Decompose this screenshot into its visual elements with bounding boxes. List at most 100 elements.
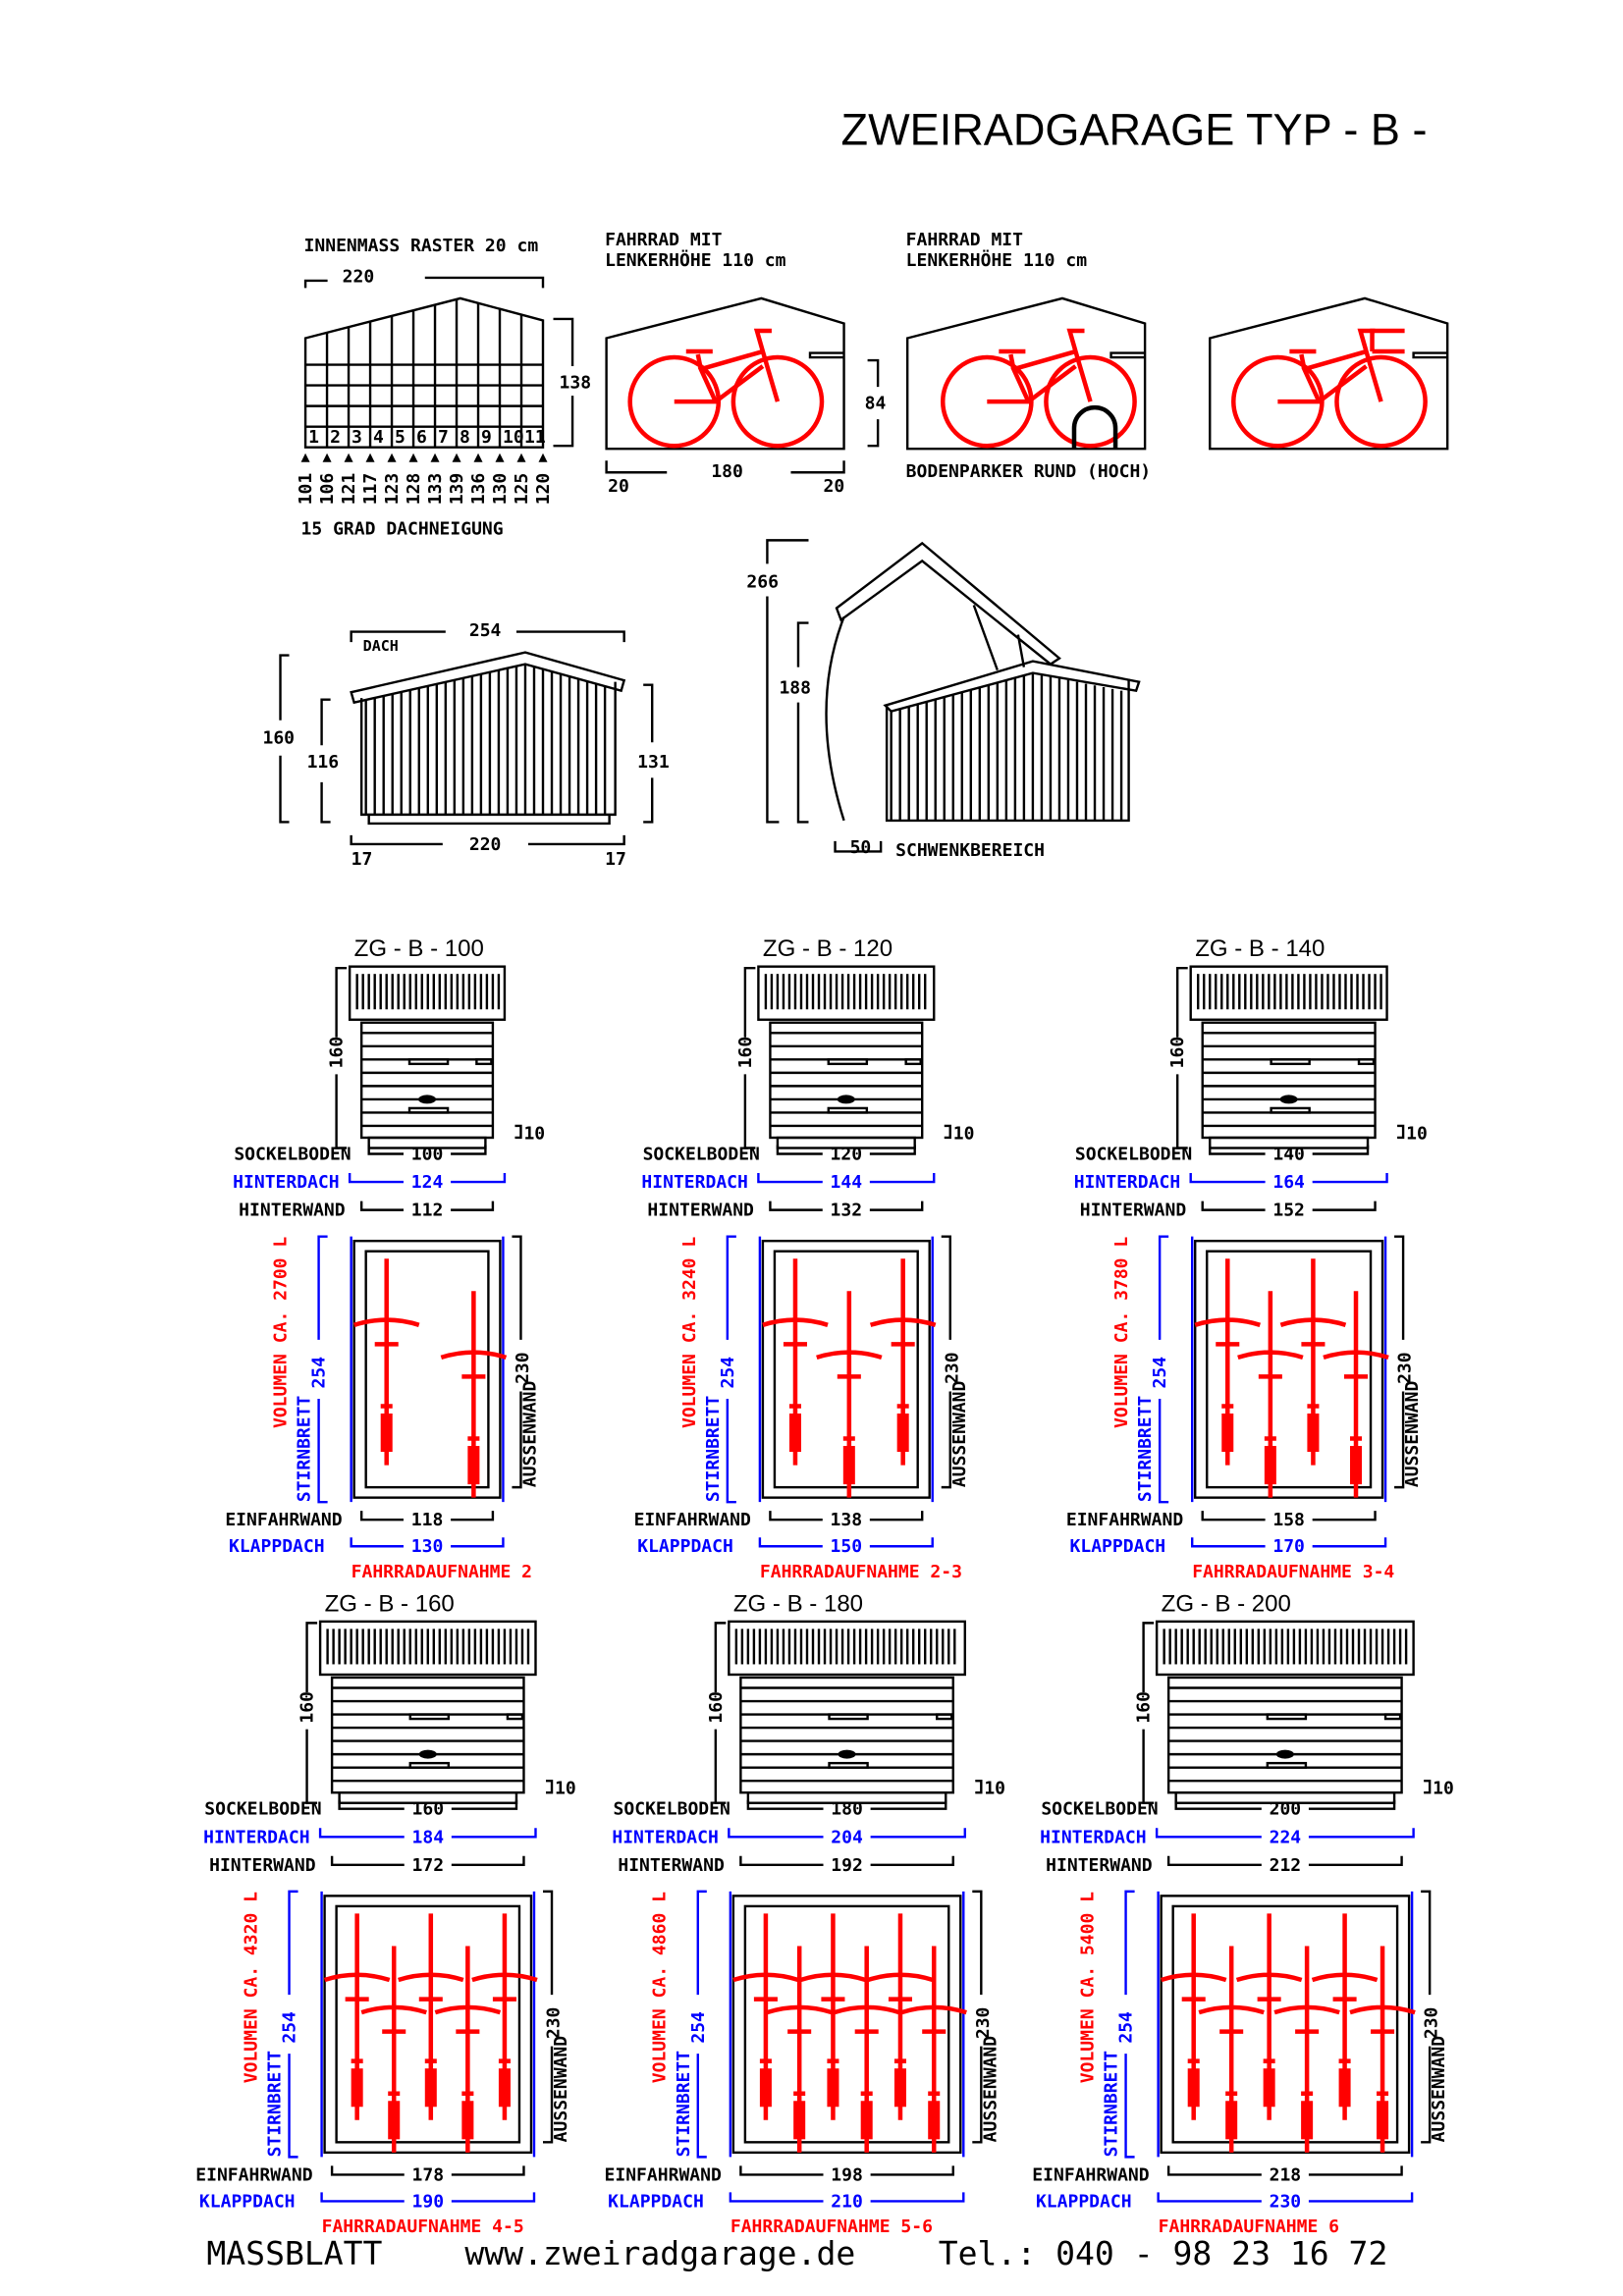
height-value: 160 — [706, 1691, 727, 1724]
open-height-dim — [766, 539, 809, 824]
sockelboden-label: SOCKELBODEN — [1075, 1145, 1192, 1165]
hinterwand-label: HINTERWAND — [1046, 1855, 1153, 1876]
base-value: 10 — [523, 1123, 545, 1144]
bike-wheel-top — [788, 1413, 801, 1453]
handle — [936, 1713, 953, 1721]
base-dim — [350, 834, 625, 846]
height-marker-icon — [387, 453, 397, 462]
bicycle-top-icon — [360, 1946, 427, 2153]
bike-part — [762, 1258, 829, 1466]
bike-part — [1349, 1946, 1416, 2153]
lock-icon — [837, 1095, 855, 1104]
front-roof — [728, 1620, 966, 1677]
front-body — [359, 1021, 495, 1140]
sockelboden-value: 120 — [831, 1145, 863, 1165]
height-value: 160 — [1134, 1691, 1155, 1724]
side-height-front: 116 — [307, 752, 340, 773]
bicycle-top-icon — [867, 1913, 934, 2120]
hinterdach-label: HINTERDACH — [1040, 1827, 1146, 1847]
base-dim — [944, 1124, 951, 1140]
bike-capacity: FAHRRADAUFNAHME 2-3 — [760, 1562, 962, 1582]
depth-wall-value: 230 — [544, 2007, 565, 2040]
swing-dim — [834, 840, 883, 853]
footer-url[interactable]: www.zweiradgarage.de — [464, 2234, 855, 2272]
sockelboden-label: SOCKELBODEN — [234, 1145, 351, 1165]
hinterwand-value: 212 — [1270, 1855, 1302, 1876]
sockelboden-dim — [338, 1799, 518, 1810]
grid-column-number: 2 — [330, 427, 341, 448]
lock-icon — [418, 1749, 437, 1759]
bicycle-top-icon — [1349, 1946, 1416, 2153]
height-marker-icon — [495, 453, 505, 462]
bike-wheel-top — [860, 2101, 873, 2140]
hinterdach-value: 224 — [1270, 1827, 1302, 1847]
depth-wall-dim — [1421, 1890, 1432, 2144]
total-height-dim — [279, 654, 290, 824]
front-roof — [1189, 965, 1388, 1021]
hinterwand-label: HINTERWAND — [209, 1855, 316, 1876]
side-view: DACH 254 160 116 131 220 17 17 — [262, 620, 669, 870]
handle — [828, 1761, 869, 1769]
inner-wall — [1171, 1904, 1399, 2144]
grid-column-number: 6 — [416, 427, 427, 448]
sockelboden-dim — [1209, 1145, 1370, 1155]
height-marker-icon — [300, 453, 310, 462]
base-value: 10 — [1433, 1779, 1454, 1799]
sockelboden-label: SOCKELBODEN — [614, 1799, 730, 1820]
base-plinth — [338, 1790, 518, 1804]
model-panel: ZG - B - 18016010180SOCKELBODEN204HINTER… — [605, 1590, 1006, 2237]
einfahrwand-dim — [330, 2165, 525, 2176]
klappdach-dim — [758, 1537, 934, 1548]
bike-wheel-top — [1377, 2101, 1389, 2140]
hinterdach-label: HINTERDACH — [1074, 1172, 1180, 1193]
open-body — [885, 678, 1130, 823]
depth-wall-dim — [1394, 1235, 1405, 1489]
roof-width: 254 — [469, 620, 502, 641]
bike1-dim-mid: 180 — [711, 461, 743, 482]
height-dim — [1175, 966, 1188, 1149]
open-height: 266 — [746, 571, 779, 592]
base-dim — [1397, 1124, 1405, 1140]
bike-capacity: FAHRRADAUFNAHME 3-4 — [1192, 1562, 1394, 1582]
column-height: 121 — [339, 473, 359, 506]
bike-part — [440, 1291, 508, 1498]
front-body — [739, 1676, 954, 1794]
base-plinth — [746, 1790, 947, 1804]
height-marker-icon — [344, 453, 353, 462]
inner-wall — [364, 1250, 490, 1489]
base-plinth — [367, 1136, 487, 1149]
handle — [1266, 1761, 1308, 1769]
column-height: 125 — [512, 473, 532, 506]
bike-wheel — [730, 354, 825, 449]
bike-part — [434, 1946, 502, 2153]
handle — [475, 1058, 493, 1066]
height-dim — [335, 966, 348, 1149]
bike-part — [323, 1913, 391, 2120]
klappdach-edge — [1191, 1236, 1387, 1503]
klappdach-edge — [350, 1236, 505, 1503]
bicycle-top-icon — [1279, 1258, 1347, 1466]
side-right: 17 — [605, 849, 626, 870]
height-marker-icon — [538, 453, 548, 462]
depth-wall-dim — [543, 1890, 554, 2144]
roof-slope: 15 GRAD DACHNEIGUNG — [301, 518, 504, 539]
bike-capacity: FAHRRADAUFNAHME 6 — [1159, 2216, 1339, 2237]
klappdach-label: KLAPPDACH — [1070, 1536, 1166, 1557]
model-panel: ZG - B - 10016010100SOCKELBODEN124HINTER… — [225, 935, 545, 1582]
depth-roof-dim — [1124, 1890, 1135, 2159]
base-dim — [514, 1124, 522, 1140]
swing-width: 50 — [850, 837, 872, 858]
column-height: 128 — [404, 473, 424, 506]
bicycle-top-icon — [1198, 1946, 1265, 2153]
handle — [1383, 1713, 1402, 1721]
stirnbrett-label: STIRNBRETT — [295, 1396, 315, 1503]
bicycle-top-icon — [732, 1913, 799, 2120]
depth-roof-value: 254 — [1150, 1357, 1170, 1389]
bike-part — [799, 1913, 867, 2120]
base-value: 10 — [555, 1779, 576, 1799]
model-name: ZG - B - 200 — [1162, 1590, 1291, 1617]
bike-wheel-top — [1221, 1413, 1234, 1453]
bike-part — [1311, 1913, 1379, 2120]
bike-part — [471, 1913, 538, 2120]
side-height-total: 160 — [262, 728, 295, 749]
